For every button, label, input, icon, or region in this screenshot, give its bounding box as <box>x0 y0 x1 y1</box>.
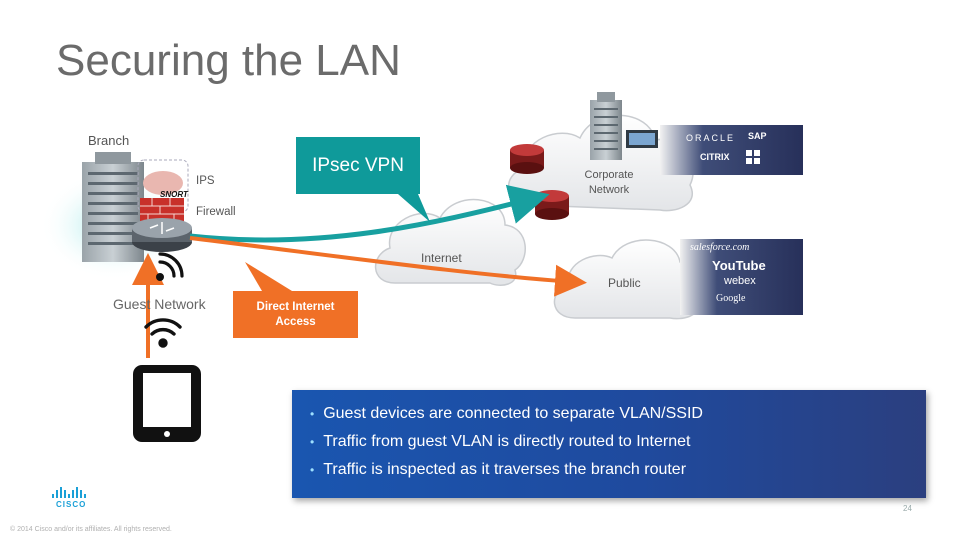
dia-line1: Direct Internet <box>256 300 335 313</box>
salesforce-logo: salesforce.com <box>690 242 750 253</box>
branch-label: Branch <box>88 133 130 148</box>
branch-router-icon <box>132 218 192 252</box>
dia-line2: Access <box>275 315 316 328</box>
firewall-label: Firewall <box>196 206 236 218</box>
vpn-tunnel-arrow <box>189 184 550 243</box>
bullet-item: Traffic from guest VLAN is directly rout… <box>310 428 926 456</box>
citrix-logo: CITRIX <box>700 152 730 162</box>
page-title: Securing the LAN <box>56 36 401 85</box>
google-logo: Google <box>716 293 746 304</box>
corporate-label-line2: Network <box>588 184 630 196</box>
direct-internet-arrow <box>189 236 587 297</box>
corporate-label-line1: Corporate <box>584 169 634 181</box>
copyright-footer: © 2014 Cisco and/or its affiliates. All … <box>10 526 172 533</box>
cisco-logo-icon <box>52 487 86 498</box>
public-label: Public <box>608 276 641 290</box>
public-apps-band <box>680 239 803 315</box>
sap-logo: SAP <box>748 131 767 141</box>
corporate-apps-band <box>660 125 803 175</box>
webex-logo: webex <box>724 275 756 287</box>
wifi-icon <box>156 252 184 282</box>
direct-internet-access-callout: Direct Internet Access <box>233 291 358 338</box>
cisco-logo-text: CISCO <box>56 500 87 509</box>
branch-building <box>82 152 144 262</box>
windows-logo-icon <box>746 150 760 164</box>
snort-label: SNORT <box>160 190 188 199</box>
ipsec-vpn-callout: IPsec VPN <box>296 137 420 194</box>
corporate-network-label: Corporate Network <box>572 168 646 198</box>
ipsec-callout-pointer <box>398 194 430 222</box>
corporate-building <box>590 92 658 160</box>
internet-label: Internet <box>421 251 462 265</box>
bullet-item: Guest devices are connected to separate … <box>310 400 926 428</box>
wifi-icon <box>144 318 182 348</box>
bullet-list: Guest devices are connected to separate … <box>292 390 926 484</box>
snort-pig-icon <box>143 171 183 195</box>
tablet-icon <box>133 365 201 442</box>
page-number: 24 <box>903 504 912 513</box>
bullet-item: Traffic is inspected as it traverses the… <box>310 456 926 484</box>
summary-panel: Guest devices are connected to separate … <box>292 390 926 498</box>
oracle-logo: ORACLE <box>686 133 736 143</box>
guest-network-label: Guest Network <box>113 296 206 312</box>
youtube-logo: YouTube <box>712 258 766 273</box>
dia-callout-pointer <box>245 262 292 291</box>
internet-cloud <box>374 198 526 286</box>
ips-label: IPS <box>196 175 215 187</box>
